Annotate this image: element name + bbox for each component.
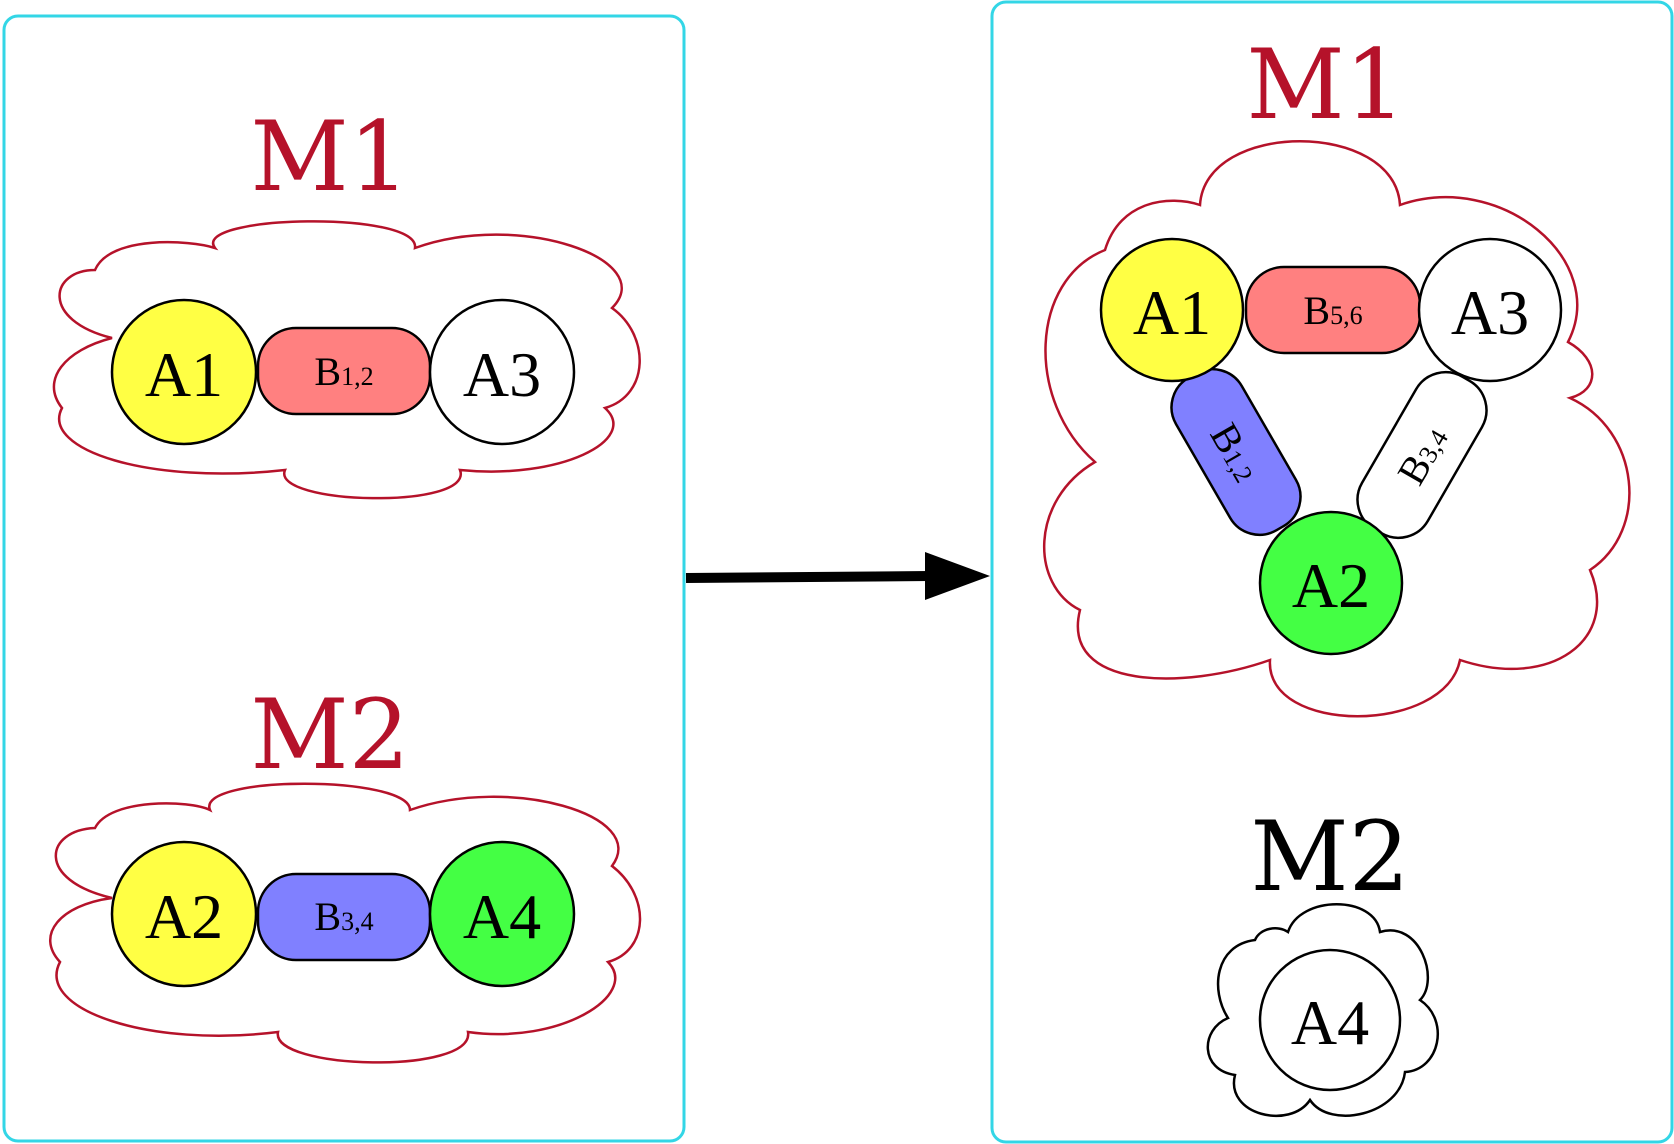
left-m2-node-a2-label: A2 [145,881,223,952]
right-m1-node-a1-label: A1 [1133,277,1211,348]
left-m2-node-a2 [110,840,258,988]
left-m2-node-a4-label: A4 [463,881,541,952]
left-m2-node-a4 [428,840,576,988]
right-m1-node-a2 [1258,510,1404,656]
right-m1-bond-left: B1,2 [1170,367,1302,537]
left-m2-label: M2 [250,679,409,791]
left-m2-bond-letter: B [314,894,341,939]
right-m1-node-a2-label: A2 [1292,550,1370,621]
right-m2-label: M2 [1250,801,1409,913]
right-m1-cloud [1042,140,1631,718]
transition-arrow [685,552,990,600]
right-m1-bond-top-label: B5,6 [1303,288,1362,333]
right-m2-node-a4-label: A4 [1291,987,1369,1058]
right-m1-label: M1 [1246,29,1405,141]
right-m2-node-a4 [1258,948,1402,1092]
left-m1-node-a1-label: A1 [145,339,223,410]
right-m1-node-a1 [1099,237,1245,383]
right-m1-bond-right: B3,4 [1356,370,1488,540]
left-m1-node-a3-label: A3 [463,339,541,410]
left-m1-label: M1 [250,101,409,213]
left-m2-cloud [49,782,642,1064]
left-m2-bond-label: B3,4 [314,894,373,939]
right-m1-bond-top-sub: 5,6 [1330,301,1363,330]
left-m1-cloud [52,220,641,500]
left-m1-node-a1 [110,298,258,446]
right-m1-bond-top-letter: B [1303,288,1330,333]
left-m1-bond-sub: 1,2 [341,362,374,391]
left-m1-node-a3 [428,298,576,446]
left-m2-bond-sub: 3,4 [341,907,374,936]
right-m1-node-a3 [1417,237,1563,383]
right-m2-cloud [1206,903,1439,1117]
left-m1-bond-label: B1,2 [314,349,373,394]
right-m1-node-a3-label: A3 [1451,277,1529,348]
left-m1-bond-letter: B [314,349,341,394]
